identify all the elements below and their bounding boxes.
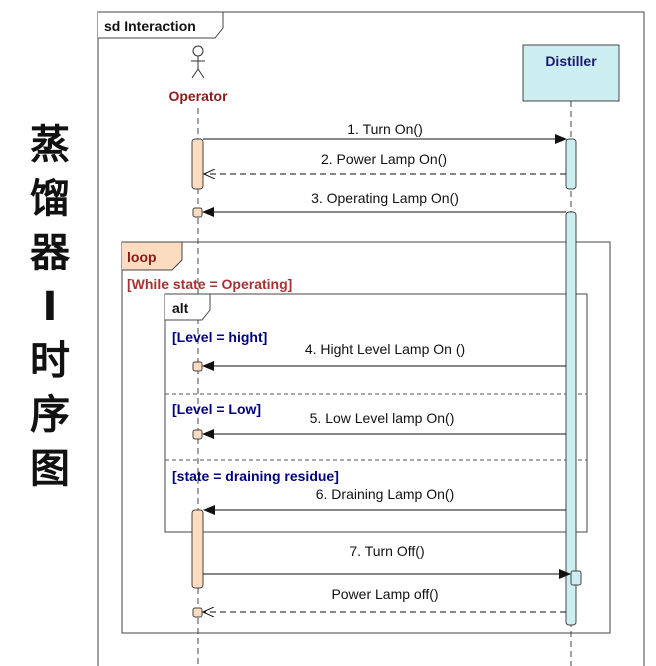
side-title-char: 馏 bbox=[30, 176, 70, 222]
message-label: Power Lamp off() bbox=[331, 586, 438, 602]
distiller-box bbox=[522, 44, 620, 102]
interaction-frame bbox=[97, 11, 645, 666]
alt-guard-3: [state = draining residue] bbox=[172, 468, 339, 484]
message-label: 3. Operating Lamp On() bbox=[311, 190, 459, 206]
operator-label: Operator bbox=[168, 88, 228, 104]
operator-activation-small bbox=[192, 361, 203, 372]
message-label: 2. Power Lamp On() bbox=[321, 151, 447, 167]
alt-fragment bbox=[164, 293, 588, 533]
operator-activation-small bbox=[192, 429, 203, 440]
operator-activation bbox=[191, 509, 204, 589]
message-label: 6. Draining Lamp On() bbox=[316, 486, 455, 502]
side-title-char: 时 bbox=[30, 338, 70, 384]
operator-activation bbox=[191, 138, 204, 190]
operator-actor-icon bbox=[191, 45, 205, 79]
frame-title: sd Interaction bbox=[104, 18, 196, 34]
alt-guard-2: [Level = Low] bbox=[172, 401, 261, 417]
operator-activation-small bbox=[192, 207, 203, 218]
operator-activation-small bbox=[192, 607, 203, 618]
side-title-char: I bbox=[42, 284, 58, 330]
distiller-activation bbox=[565, 211, 577, 626]
loop-guard: [While state = Operating] bbox=[127, 276, 292, 292]
alt-guard-1: [Level = hight] bbox=[172, 329, 267, 345]
message-label: 1. Turn On() bbox=[347, 121, 422, 137]
side-title-char: 序 bbox=[30, 392, 70, 438]
loop-label: loop bbox=[127, 249, 157, 265]
message-label: 5. Low Level lamp On() bbox=[310, 410, 455, 426]
message-label: 4. Hight Level Lamp On () bbox=[305, 341, 465, 357]
side-title: 蒸 馏 器 I 时 序 图 bbox=[0, 118, 100, 538]
loop-fragment bbox=[121, 241, 611, 634]
distiller-activation bbox=[565, 138, 577, 190]
side-title-char: 图 bbox=[30, 446, 70, 492]
frame-title-tab bbox=[98, 11, 224, 39]
distiller-activation-small bbox=[570, 570, 582, 586]
loop-tab bbox=[122, 241, 183, 271]
side-title-char: 器 bbox=[30, 230, 70, 276]
side-title-char: 蒸 bbox=[30, 122, 70, 168]
alt-label: alt bbox=[172, 300, 189, 316]
message-label: 7. Turn Off() bbox=[349, 543, 424, 559]
distiller-label: Distiller bbox=[545, 53, 597, 69]
alt-tab bbox=[165, 293, 211, 321]
